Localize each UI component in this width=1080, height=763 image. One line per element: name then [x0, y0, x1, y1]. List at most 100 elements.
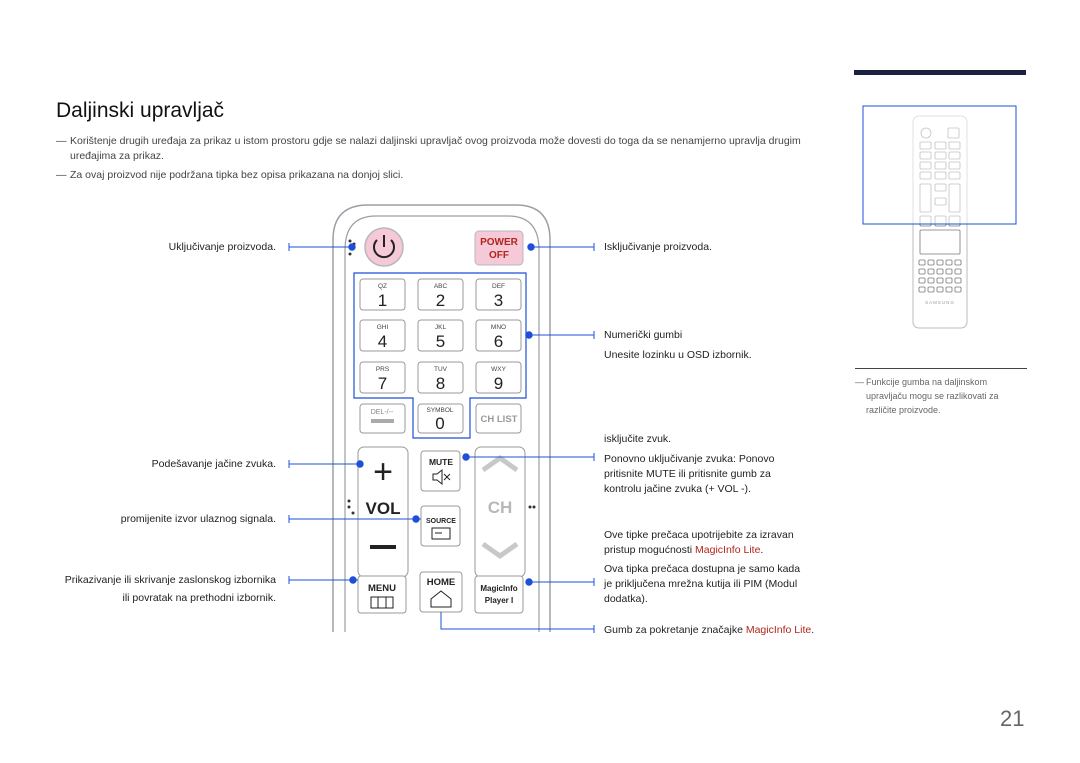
- label-numeric-title: Numerički gumbi: [604, 329, 683, 341]
- ir-dots-icon: [348, 239, 356, 256]
- ch-down-icon: [481, 541, 519, 560]
- note-1: ― Korištenje drugih uređaja za prikaz u …: [56, 135, 801, 162]
- thumbnail-key: [919, 229, 961, 255]
- numeric-highlight: [353, 272, 527, 439]
- mute-label: MUTE: [429, 457, 453, 467]
- key-digit: 2: [436, 291, 445, 310]
- source-icon: [431, 527, 451, 540]
- vol-minus-icon: [370, 545, 396, 549]
- source-label: SOURCE: [426, 518, 456, 525]
- magicinfo-button: MagicInfo Player I: [474, 575, 524, 614]
- key-letters: MNO: [491, 324, 506, 331]
- key-digit: 7: [378, 374, 387, 393]
- label-shortcuts: Ove tipke prečaca upotrijebite za izrava…: [604, 529, 801, 605]
- key-digit: 9: [494, 374, 503, 393]
- power-icon: [373, 239, 395, 259]
- ch-list-button: CH LIST: [475, 403, 522, 434]
- page-title: Daljinski upravljač: [56, 99, 225, 122]
- thumbnail-key: [918, 277, 926, 284]
- del-button: DEL-/--: [359, 403, 406, 434]
- thumbnail-key: [936, 268, 944, 275]
- magicinfo-line2: Player I: [485, 596, 513, 605]
- magicinfo-line1: MagicInfo: [480, 584, 517, 593]
- remote-outline-inner: [344, 215, 540, 632]
- note-2: ― Za ovaj proizvod nije podržana tipka b…: [56, 169, 404, 181]
- key-digit: 8: [436, 374, 445, 393]
- label-power-off: Isključivanje proizvoda.: [604, 241, 712, 253]
- key-letters: ABC: [434, 283, 448, 290]
- callout-lines: [288, 243, 595, 633]
- symbol-label: SYMBOL: [426, 407, 453, 414]
- thumbnail-key: [918, 259, 926, 266]
- thumbnail-highlight-box: [862, 105, 1017, 225]
- power-off-line1: POWER: [480, 237, 519, 248]
- key-digit: 3: [494, 291, 503, 310]
- key-letters: GHI: [377, 324, 389, 331]
- vol-label: VOL: [366, 499, 401, 518]
- mute-speaker-icon: [432, 468, 443, 486]
- del-dash-icon: [371, 419, 394, 423]
- callout-magicinfo: [440, 612, 594, 630]
- label-menu: Prikazivanje ili skrivanje zaslonskog iz…: [64, 574, 276, 604]
- thumbnail-key: [945, 268, 953, 275]
- home-icon: [430, 590, 452, 608]
- ch-dots-icon: [528, 505, 536, 509]
- thumbnail-key: [945, 277, 953, 284]
- key-letters: DEF: [492, 283, 505, 290]
- key-digit: 1: [378, 291, 387, 310]
- thumbnail-key: [918, 268, 926, 275]
- key-1: QZ1: [359, 278, 406, 311]
- thumbnail-key: [936, 277, 944, 284]
- channel-rocker: CH: [474, 446, 526, 578]
- remote-outline-outer: [332, 204, 551, 632]
- key-0-digit: 0: [435, 414, 444, 433]
- key-digit: 5: [436, 332, 445, 351]
- menu-icon: [370, 596, 394, 609]
- thumbnail-key: [927, 277, 935, 284]
- key-digit: 6: [494, 332, 503, 351]
- volume-rocker: + VOL: [357, 446, 409, 578]
- key-digit: 4: [378, 332, 387, 351]
- home-button: HOME: [419, 571, 463, 613]
- thumbnail-key: [945, 286, 953, 293]
- thumbnail-key: [927, 286, 935, 293]
- power-off-line2: OFF: [489, 250, 509, 261]
- label-volume: Podešavanje jačine zvuka.: [151, 458, 276, 470]
- key-letters: JKL: [435, 324, 447, 331]
- thumbnail-key: [918, 286, 926, 293]
- vol-plus-icon: +: [373, 453, 393, 491]
- side-note: ― Funkcije gumba na daljinskom upravljač…: [855, 368, 1027, 417]
- page-number: 21: [1000, 706, 1025, 731]
- thumbnail-key: [954, 268, 962, 275]
- ch-label: CH: [488, 498, 513, 517]
- ch-up-icon: [481, 454, 519, 473]
- power-on-button: [364, 227, 404, 267]
- thumbnail-key: [936, 286, 944, 293]
- menu-label: MENU: [368, 583, 396, 594]
- key-letters: QZ: [378, 283, 387, 290]
- label-numeric-desc: Unesite lozinku u OSD izbornik.: [604, 349, 752, 361]
- thumbnail-key: [954, 259, 962, 266]
- remote-thumbnail: SAMSUNG: [862, 105, 1017, 329]
- label-source: promijenite izvor ulaznog signala.: [120, 513, 276, 525]
- label-power-on: Uključivanje proizvoda.: [168, 241, 276, 253]
- header-accent-bar: [854, 70, 1026, 75]
- home-label: HOME: [427, 577, 456, 588]
- vol-dots-icon: [347, 499, 355, 515]
- key-letters: PRS: [376, 366, 390, 373]
- power-off-button: POWER OFF: [474, 230, 524, 266]
- key-0: SYMBOL 0: [417, 403, 464, 434]
- thumbnail-key: [927, 259, 935, 266]
- thumbnail-brand: SAMSUNG: [925, 300, 955, 305]
- source-button: SOURCE: [420, 505, 461, 547]
- thumbnail-key: [927, 268, 935, 275]
